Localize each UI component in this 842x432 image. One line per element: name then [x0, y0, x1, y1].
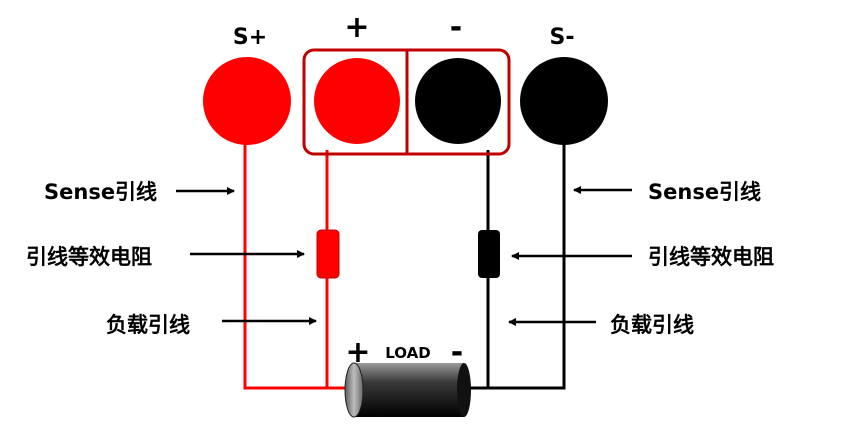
lead-resistor-plus	[316, 229, 340, 279]
sense-wire-label-right: Sense引线	[648, 180, 761, 204]
sense-plus-terminal	[203, 57, 291, 145]
sense-minus-wire	[488, 140, 566, 390]
load-label: LOAD	[385, 344, 430, 362]
minus-terminal-label: -	[450, 10, 462, 45]
sense-minus-terminal	[520, 57, 608, 145]
lead-resistor-minus	[478, 230, 500, 278]
load-cylinder	[344, 362, 471, 418]
sense-minus-terminal-label: S-	[550, 25, 575, 50]
lead-resistance-label-left: 引线等效电阻	[26, 245, 152, 269]
lead-resistance-label-right: 引线等效电阻	[648, 245, 774, 269]
sense-plus-terminal-label: S+	[233, 25, 267, 50]
plus-terminal	[314, 58, 400, 144]
wiring	[243, 140, 566, 390]
minus-terminal	[415, 58, 501, 144]
sense-wire-label-left: Sense引线	[44, 180, 157, 204]
load-minus-label: -	[451, 335, 463, 370]
load-wire-label-right: 负载引线	[610, 313, 694, 337]
load-wire-label-left: 负载引线	[106, 313, 190, 337]
sense-plus-wire	[243, 140, 346, 390]
plus-terminal-label: +	[344, 10, 369, 45]
